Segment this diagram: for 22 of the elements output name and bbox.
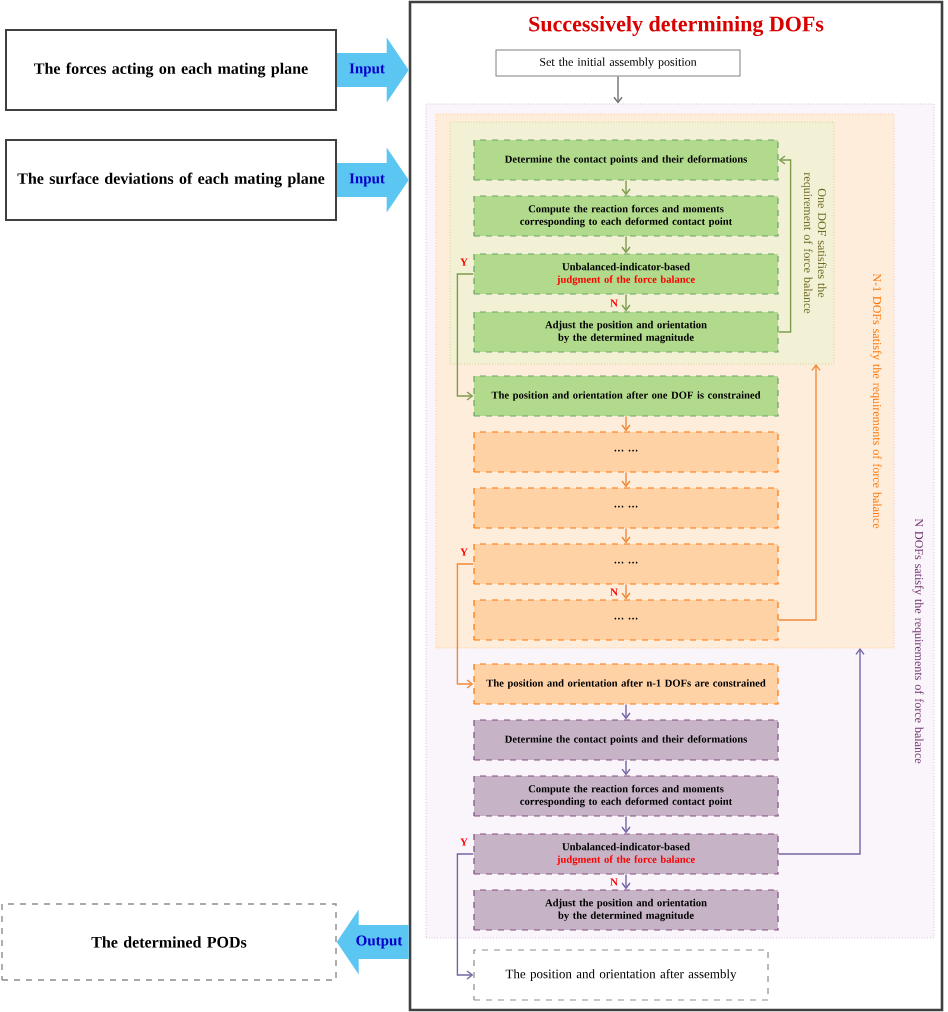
arrow	[621, 703, 631, 720]
arrow	[777, 155, 792, 333]
arrow	[621, 527, 631, 544]
arrow	[621, 583, 631, 600]
title: Successively determining DOFs	[529, 15, 824, 37]
arrow	[621, 815, 631, 834]
arrow	[456, 853, 475, 980]
arrow	[456, 273, 475, 401]
text-box: The forces acting on each mating plane	[5, 29, 337, 111]
arrow	[621, 179, 631, 196]
arrow	[621, 759, 631, 776]
arrow	[777, 648, 865, 855]
arrow	[621, 235, 631, 254]
arrow	[621, 873, 631, 890]
text-box: The surface deviations of each mating plane	[5, 139, 337, 221]
arrow	[621, 293, 631, 312]
arrow	[613, 75, 623, 104]
arrow	[621, 471, 631, 488]
arrow	[456, 563, 475, 689]
result-box: The determined PODs	[1, 903, 337, 981]
arrow	[621, 415, 631, 432]
arrow	[777, 364, 821, 621]
